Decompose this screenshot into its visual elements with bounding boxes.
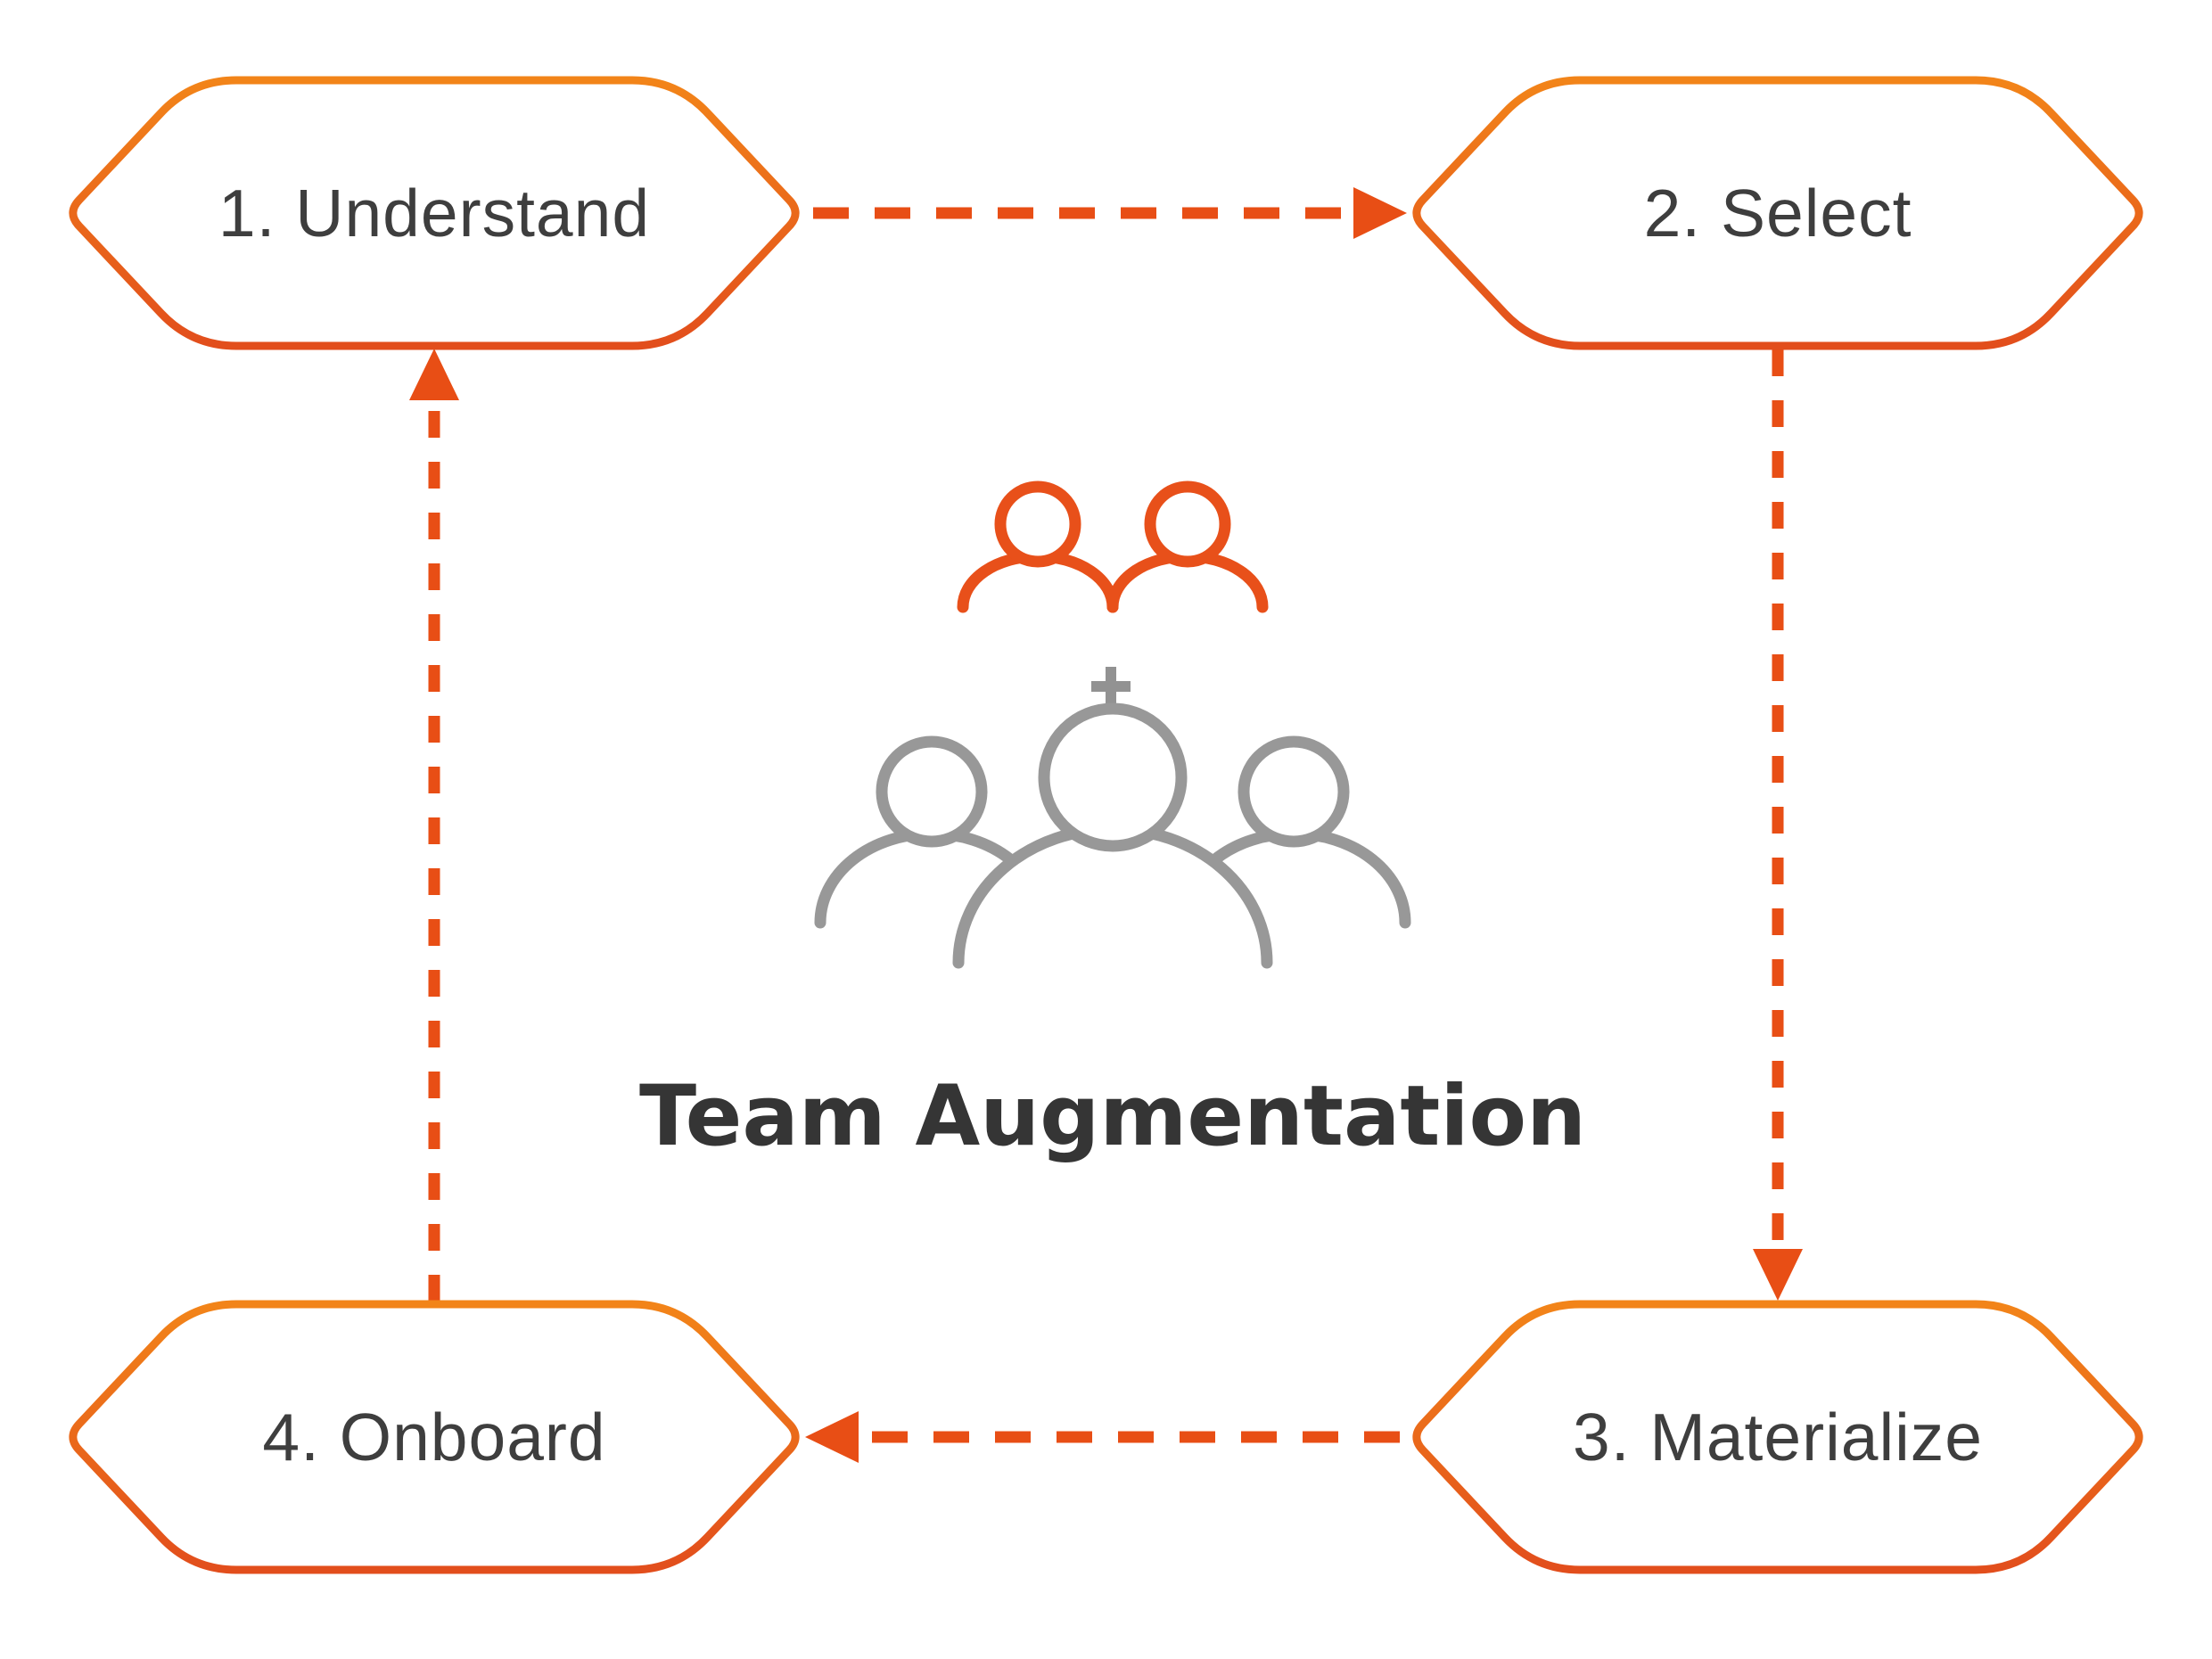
step-4-label: 4. Onboard	[262, 1400, 606, 1474]
step-1-label: 1. Understand	[218, 176, 651, 250]
arrowhead-up-icon	[409, 349, 459, 400]
step-3-label: 3. Materialize	[1572, 1400, 1983, 1474]
step-2-label: 2. Select	[1643, 176, 1912, 250]
arrowhead-left-icon	[805, 1411, 859, 1463]
three-people-outline-icon	[814, 702, 1411, 969]
diagram-title: Team Augmentation	[638, 1068, 1587, 1165]
arrowhead-down-icon	[1753, 1249, 1803, 1301]
arrow-3-to-4	[805, 1411, 1400, 1463]
arrowhead-right-icon	[1353, 187, 1407, 239]
two-people-outline-icon	[957, 480, 1269, 613]
arrow-2-to-3	[1753, 349, 1803, 1301]
plus-icon	[1091, 667, 1131, 706]
arrow-4-to-1	[409, 349, 459, 1302]
arrow-1-to-2	[813, 187, 1407, 239]
